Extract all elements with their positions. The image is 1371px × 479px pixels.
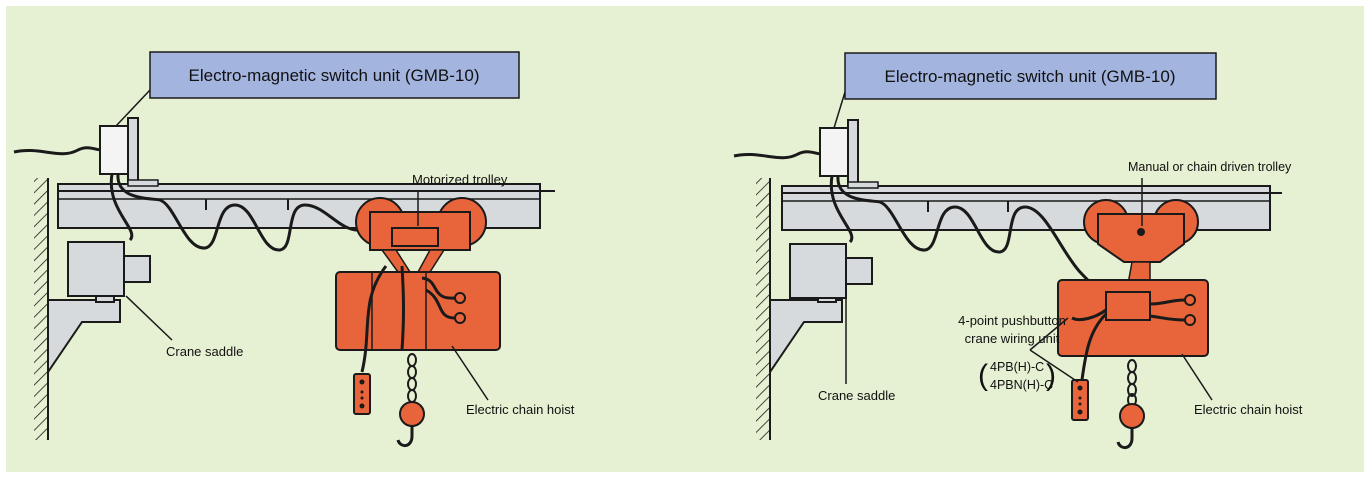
switch-unit-banner [844,52,1217,100]
switch-unit-label: Electro-magnetic switch unit (GMB-10) [189,66,480,85]
power-cable [13,146,103,156]
crane-saddle [789,243,847,299]
switch-unit-leader [833,91,846,129]
festoon-cable [109,173,389,252]
switch-unit-label: Electro-magnetic switch unit (GMB-10) [885,67,1176,86]
model-1-label: 4PB(H)-C [990,360,1044,374]
saddle-leader [125,295,173,341]
mounting-foot [127,179,159,187]
left-diagram: Electro-magnetic switch unit (GMB-10) Mo… [13,51,575,447]
hoist-leader [451,345,489,401]
pushbutton-leader [1029,349,1079,383]
hoist-label: Electric chain hoist [1194,402,1303,417]
trolley-label: Manual or chain driven trolley [1128,160,1292,174]
saddle-wheel-box [845,257,873,285]
pushbutton-leader [1029,317,1069,351]
pushbutton-label-line1: 4-point pushbutton [958,313,1066,328]
manual-trolley [1083,199,1199,285]
model-2-label: 4PBN(H)-C [990,378,1053,392]
pushbutton-label-line2: crane wiring unit [965,331,1060,346]
wall [34,178,49,440]
mounting-plate [847,119,859,187]
chain-and-hook [1116,359,1145,449]
chain-and-hook [396,353,425,447]
electric-chain-hoist [1057,279,1209,381]
paren-open: ( [978,359,988,392]
wall [756,178,771,440]
switch-unit-box [99,125,129,175]
trolley-label: Motorized trolley [412,172,508,187]
mounting-foot [847,181,879,189]
festoon-cable [829,175,1110,301]
switch-unit-banner [149,51,520,99]
right-diagram: Electro-magnetic switch unit (GMB-10) Ma… [733,52,1303,449]
pushbutton-pendant [1071,379,1089,421]
switch-unit-box [819,127,849,177]
electric-chain-hoist [335,265,501,373]
crane-saddle [67,241,125,297]
mounting-plate [127,117,139,185]
paren-close: ) [1046,359,1056,392]
hoist-label: Electric chain hoist [466,402,575,417]
power-cable [733,150,823,160]
pushbutton-pendant [353,373,371,415]
saddle-label: Crane saddle [818,388,895,403]
saddle-label: Crane saddle [166,344,243,359]
hoist-leader [1181,353,1213,401]
saddle-wheel-box [123,255,151,283]
switch-unit-leader [115,89,151,127]
motorized-trolley [355,197,487,273]
